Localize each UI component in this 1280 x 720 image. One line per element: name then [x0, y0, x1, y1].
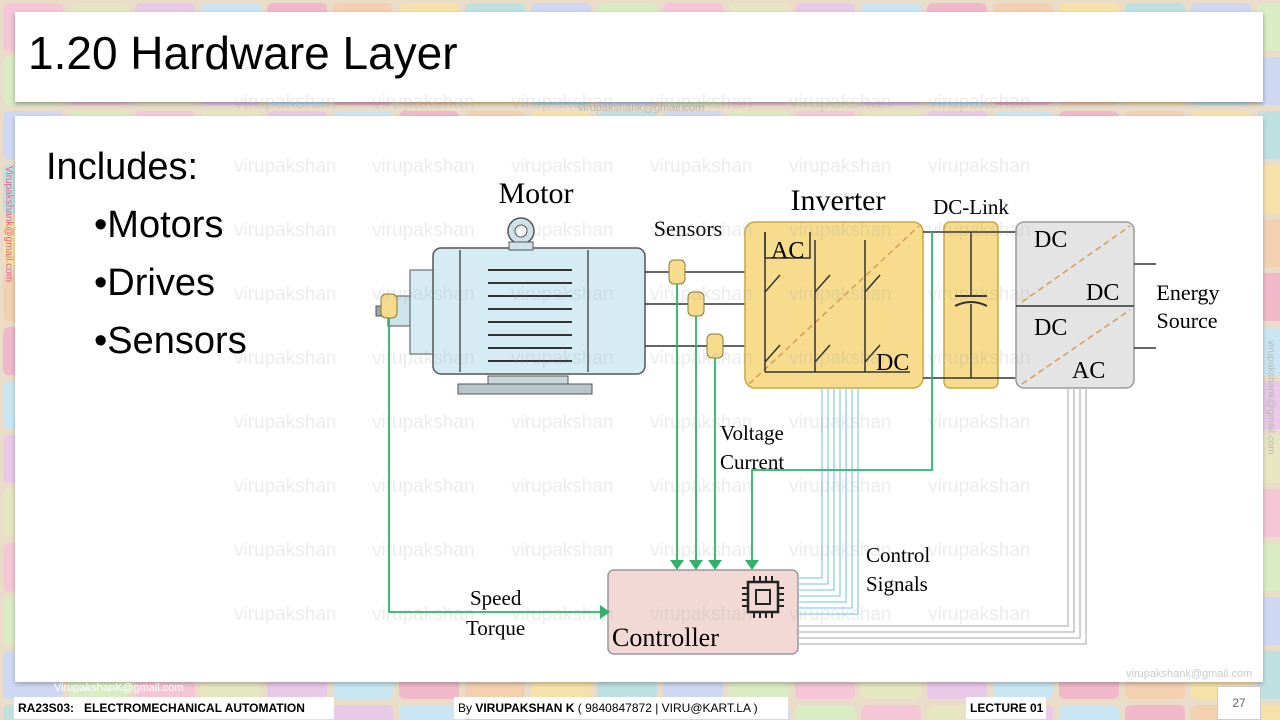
- energy-label: Energy: [1156, 280, 1219, 305]
- speed-label: Speed: [470, 586, 522, 610]
- inverter: [744, 221, 924, 389]
- background-tile: [399, 705, 459, 720]
- watermark-email-right: virupakshank@gmail.com: [1265, 340, 1276, 455]
- torque-label: Torque: [466, 616, 525, 640]
- motor: [375, 217, 646, 395]
- control-signal-lines: [798, 388, 859, 615]
- author-contact: ( 9840847872 | VIRU@KART.LA ): [574, 701, 758, 715]
- sensor-capsules: [380, 259, 724, 359]
- sensor-feedback-lines: [388, 232, 933, 613]
- background-tile: [1059, 705, 1119, 720]
- lecture-label: LECTURE 01: [970, 701, 1044, 715]
- converter-ac-label: AC: [1072, 358, 1105, 384]
- dc-link: [923, 221, 1016, 389]
- watermark-email-bottom: virupakshank@gmail.com: [1126, 668, 1253, 680]
- bullet-sensors: •Sensors: [94, 320, 247, 362]
- by-prefix: By: [458, 701, 476, 715]
- inverter-dc-label: DC: [876, 350, 909, 376]
- signals-label: Signals: [866, 572, 928, 596]
- author-name: VIRUPAKSHAN K: [475, 701, 575, 715]
- footer-course: RA23S03: ELECTROMECHANICAL AUTOMATION: [14, 697, 334, 719]
- footer-author: By VIRUPAKSHAN K ( 9840847872 | VIRU@KAR…: [454, 697, 788, 719]
- converter: [1015, 221, 1156, 389]
- bullet-motors: •Motors: [94, 204, 224, 246]
- bullet-drives: •Drives: [94, 262, 215, 304]
- converter-dc-lower: DC: [1034, 315, 1067, 341]
- background-tile: [1257, 705, 1280, 720]
- converter-dc-top: DC: [1034, 227, 1067, 253]
- footer-lecture: LECTURE 01: [966, 697, 1046, 719]
- course-code: RA23S03:: [18, 701, 75, 715]
- background-tile: [861, 705, 921, 720]
- dclink-label: DC-Link: [933, 195, 1009, 219]
- converter-dc-mid: DC: [1086, 280, 1119, 306]
- page-number: 27: [1217, 686, 1261, 720]
- motor-label: Motor: [499, 177, 574, 210]
- footer-email: VirupakshanK@gmail.com: [54, 682, 184, 694]
- inverter-label: Inverter: [791, 184, 886, 217]
- inverter-ac-label: AC: [771, 238, 804, 264]
- control-label: Control: [866, 543, 930, 567]
- watermark-email-top: virupakshank@gmail.com: [578, 102, 705, 114]
- current-label: Current: [720, 450, 784, 474]
- background-tile: [1125, 705, 1185, 720]
- course-name: ELECTROMECHANICAL AUTOMATION: [84, 701, 305, 715]
- includes-label: Includes:: [46, 146, 199, 188]
- slide-title: 1.20 Hardware Layer: [28, 27, 458, 79]
- background-tile: [795, 705, 855, 720]
- voltage-label: Voltage: [720, 421, 784, 445]
- source-label: Source: [1156, 308, 1217, 333]
- controller-label: Controller: [612, 623, 719, 652]
- background-tile: [333, 705, 393, 720]
- title-band: [15, 12, 1263, 102]
- arrowheads: [600, 560, 759, 619]
- sensors-label: Sensors: [654, 216, 722, 241]
- converter-signal-lines: [798, 388, 1087, 645]
- watermark-email-side: Virupakshank@gmail.com: [3, 166, 14, 283]
